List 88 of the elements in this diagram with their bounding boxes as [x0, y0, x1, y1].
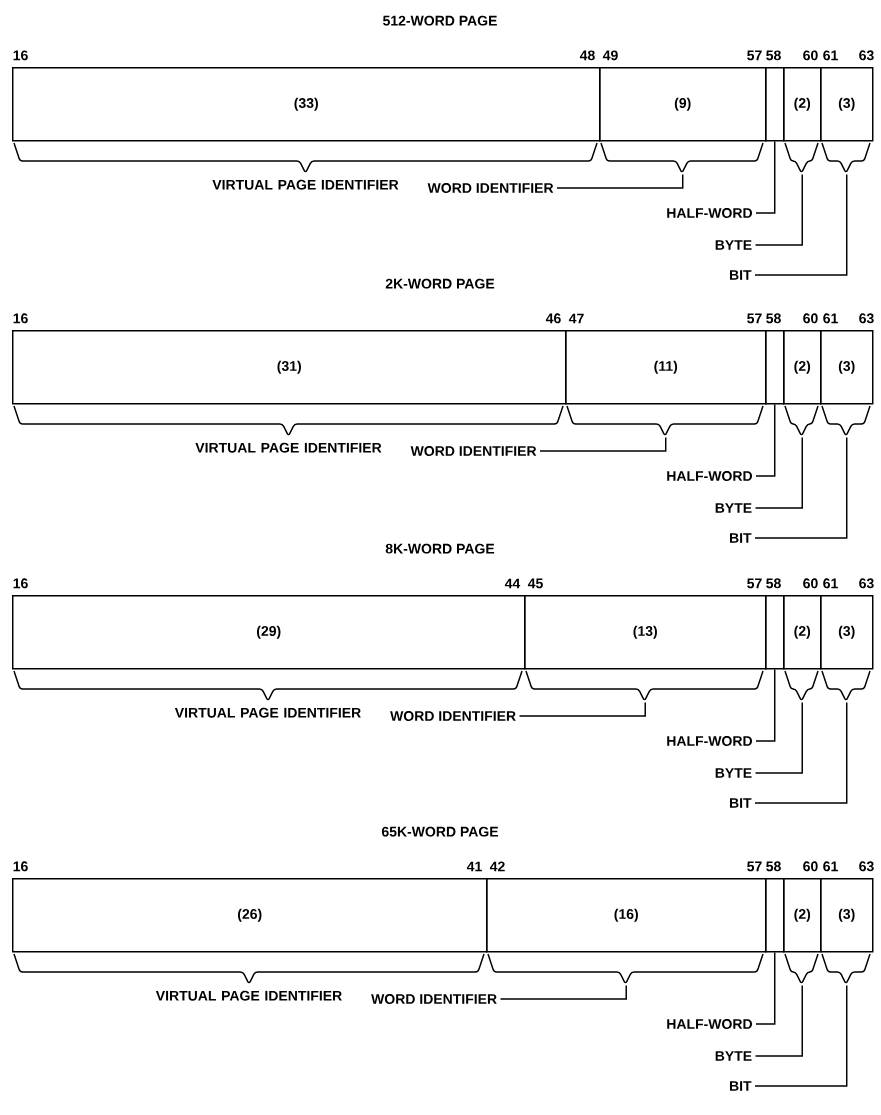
bit-number: 49 — [602, 50, 618, 61]
leader-line — [755, 403, 776, 477]
bit-number: 42 — [489, 861, 505, 872]
bit-number: 61 — [823, 50, 838, 61]
leader-text: BIT — [730, 270, 752, 280]
leader-line — [754, 701, 848, 804]
bit-number: 57 — [747, 578, 762, 589]
leader-line — [754, 984, 803, 1057]
bit-number: 63 — [859, 861, 874, 872]
bit-number: 58 — [766, 313, 781, 324]
field-box: (3) — [820, 67, 874, 142]
panel-title: 512-WORD PAGE — [383, 15, 497, 26]
field-caption: VIRTUAL PAGE IDENTIFIER — [155, 990, 342, 1001]
leader-line — [754, 984, 848, 1087]
leader-line — [755, 668, 776, 742]
field-box: (2) — [783, 878, 822, 953]
panel-title: 8K-WORD PAGE — [385, 543, 495, 554]
leader-text: HALF-WORD — [667, 471, 752, 481]
leader-text: WORD IDENTIFIER — [410, 446, 537, 456]
leader-text: HALF-WORD — [667, 736, 752, 746]
field-box: (31) — [12, 330, 567, 405]
bit-number: 60 — [803, 861, 818, 872]
leader-line — [754, 701, 803, 774]
bit-number: 63 — [859, 578, 874, 589]
field-box: (11) — [565, 330, 767, 405]
bit-number: 61 — [823, 578, 838, 589]
bit-number: 60 — [803, 50, 818, 61]
leader-text: WORD IDENTIFIER — [427, 183, 554, 193]
bit-number: 57 — [747, 50, 762, 61]
leader-text: BIT — [730, 798, 752, 808]
bit-number: 45 — [527, 578, 543, 589]
field-box — [765, 595, 785, 670]
field-box: (13) — [524, 595, 767, 670]
panel-title: 2K-WORD PAGE — [385, 278, 495, 289]
leader-line — [755, 140, 776, 214]
leader-line — [754, 173, 803, 246]
bit-number: 47 — [568, 313, 584, 324]
bit-number: 58 — [766, 578, 781, 589]
bit-number: 46 — [545, 313, 561, 324]
leader-line — [754, 436, 803, 509]
leader-text: BYTE — [715, 240, 752, 250]
field-box: (33) — [12, 67, 601, 142]
leader-line — [754, 436, 848, 539]
leader-line — [539, 436, 667, 452]
field-caption: VIRTUAL PAGE IDENTIFIER — [174, 707, 361, 718]
field-box: (3) — [820, 330, 874, 405]
field-box: (2) — [783, 330, 822, 405]
field-box: (26) — [12, 878, 488, 953]
leader-text: BIT — [730, 1081, 752, 1091]
field-box: (9) — [599, 67, 767, 142]
field-box: (29) — [12, 595, 526, 670]
bit-number: 48 — [579, 50, 595, 61]
bit-number: 58 — [766, 50, 781, 61]
leader-line — [556, 173, 684, 189]
field-box — [765, 878, 785, 953]
leader-text: HALF-WORD — [667, 208, 752, 218]
bit-number: 60 — [803, 313, 818, 324]
field-box — [765, 330, 785, 405]
leader-text: BIT — [730, 533, 752, 543]
bit-number: 41 — [466, 861, 482, 872]
bit-number: 61 — [823, 861, 838, 872]
field-box: (16) — [486, 878, 767, 953]
leader-line — [755, 951, 776, 1025]
bit-number: 63 — [859, 50, 874, 61]
bit-number: 60 — [803, 578, 818, 589]
field-caption: VIRTUAL PAGE IDENTIFIER — [212, 179, 399, 190]
leader-text: BYTE — [715, 768, 752, 778]
field-caption: VIRTUAL PAGE IDENTIFIER — [195, 442, 382, 453]
leader-text: BYTE — [715, 1051, 752, 1061]
leader-line — [754, 173, 848, 276]
bit-number: 44 — [504, 578, 521, 589]
bit-number: 63 — [859, 313, 874, 324]
leader-text: WORD IDENTIFIER — [371, 994, 497, 1004]
leader-text: WORD IDENTIFIER — [390, 711, 516, 721]
bit-number: 57 — [747, 313, 762, 324]
panel-title: 65K-WORD PAGE — [381, 826, 499, 837]
field-box: (3) — [820, 595, 874, 670]
field-box: (2) — [783, 67, 822, 142]
leader-line — [518, 701, 646, 717]
leader-text: BYTE — [715, 503, 752, 513]
bit-number: 58 — [766, 861, 781, 872]
field-box: (2) — [783, 595, 822, 670]
leader-text: HALF-WORD — [667, 1019, 752, 1029]
field-box: (3) — [820, 878, 874, 953]
field-box — [765, 67, 785, 142]
bit-number: 61 — [823, 313, 838, 324]
bit-number: 57 — [747, 861, 762, 872]
leader-line — [499, 984, 627, 1000]
